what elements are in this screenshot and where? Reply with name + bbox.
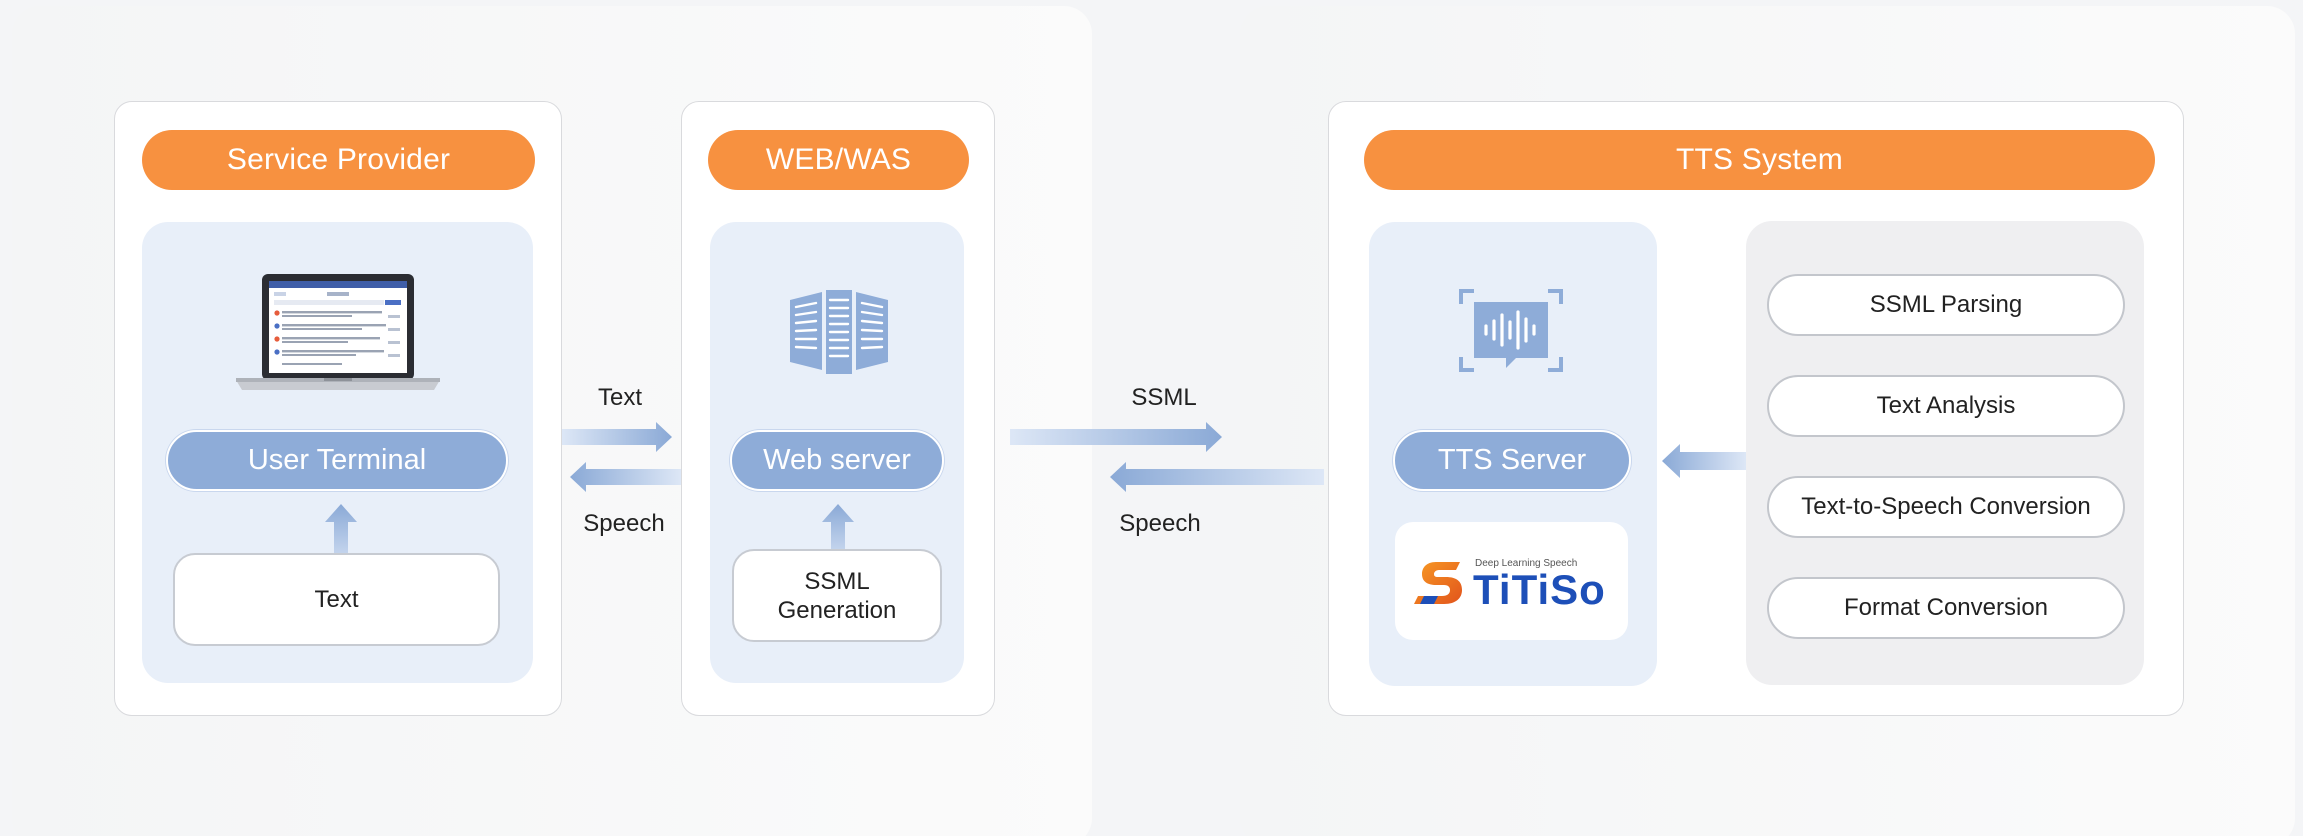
tts-system-header: TTS System — [1364, 130, 2155, 190]
text-input-box: Text — [173, 553, 500, 646]
arrow-up-icon — [822, 504, 854, 552]
arrow-right-icon — [562, 422, 672, 452]
logo-s-mark-icon — [1414, 558, 1466, 608]
user-terminal-pill: User Terminal — [166, 430, 508, 491]
flow-speech-label: Speech — [583, 510, 665, 537]
tts-conversion-pill: Text-to-Speech Conversion — [1767, 476, 2125, 538]
arrow-up-icon — [325, 504, 357, 556]
arrow-left-icon — [570, 462, 681, 492]
ssml-generation-box: SSML Generation — [732, 549, 942, 642]
ssml-parsing-pill: SSML Parsing — [1767, 274, 2125, 336]
format-conversion-pill: Format Conversion — [1767, 577, 2125, 639]
text-analysis-pill: Text Analysis — [1767, 375, 2125, 437]
logo-wordmark: TiTiSo — [1473, 566, 1606, 613]
titiso-logo: Deep Learning Speech TiTiSo — [1395, 522, 1628, 640]
web-was-header: WEB/WAS — [708, 130, 969, 190]
arrow-left-icon — [1110, 462, 1324, 492]
laptop-icon — [232, 272, 444, 392]
arrow-right-icon — [1010, 422, 1222, 452]
voice-waveform-icon — [1458, 288, 1564, 380]
arrow-left-icon — [1662, 444, 1746, 478]
server-rack-icon — [788, 290, 890, 376]
service-provider-header: Service Provider — [142, 130, 535, 190]
logo-tagline: Deep Learning Speech — [1475, 558, 1578, 569]
flow-text-label: Text — [597, 384, 642, 411]
flow-ssml-label: SSML — [1131, 384, 1197, 411]
tts-server-pill: TTS Server — [1393, 430, 1631, 491]
flow-speech-label-right: Speech — [1119, 510, 1201, 537]
web-server-pill: Web server — [730, 430, 944, 491]
ssml-generation-label: SSML Generation — [777, 567, 897, 624]
